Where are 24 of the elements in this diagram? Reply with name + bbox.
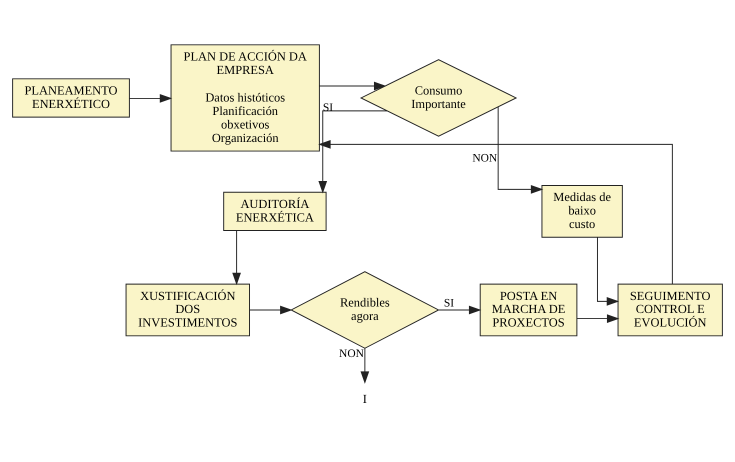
edge-label: NON [472, 152, 498, 165]
edge-label: NON [339, 348, 364, 360]
arrow [596, 236, 620, 306]
node-text: I [362, 392, 367, 406]
node-box: PLAN DE ACCIÓN DA EMPRESA Datos históticos Planificación obxetivos Organización [170, 44, 320, 152]
arrow [318, 110, 388, 194]
arrow [129, 94, 172, 103]
arrow [232, 230, 241, 286]
node-box: POSTA EN MARCHA DE PROXECTOS [480, 284, 578, 336]
node-diamond: Rendibles agora [290, 271, 440, 349]
node-diamond: Consumo Importante [360, 59, 518, 137]
arrow [318, 82, 386, 90]
node-box: XUSTIFICACIÓN DOS INVESTIMENTOS [126, 284, 250, 336]
arrow [360, 348, 370, 384]
node-box: Medidas de baixo custo [541, 185, 623, 238]
arrow [318, 140, 673, 285]
arrow [249, 306, 293, 314]
arrow [576, 314, 620, 323]
arrow [438, 306, 482, 314]
edge-label: SI [444, 298, 454, 310]
node-box: AUDITORÍA ENERXÉTICA [223, 192, 327, 231]
arrow [498, 106, 544, 194]
node-box: SEGUIMENTO CONTROL E EVOLUCIÓN [618, 284, 723, 336]
node-box: PLANEAMENTO ENERXÉTICO [12, 78, 130, 118]
